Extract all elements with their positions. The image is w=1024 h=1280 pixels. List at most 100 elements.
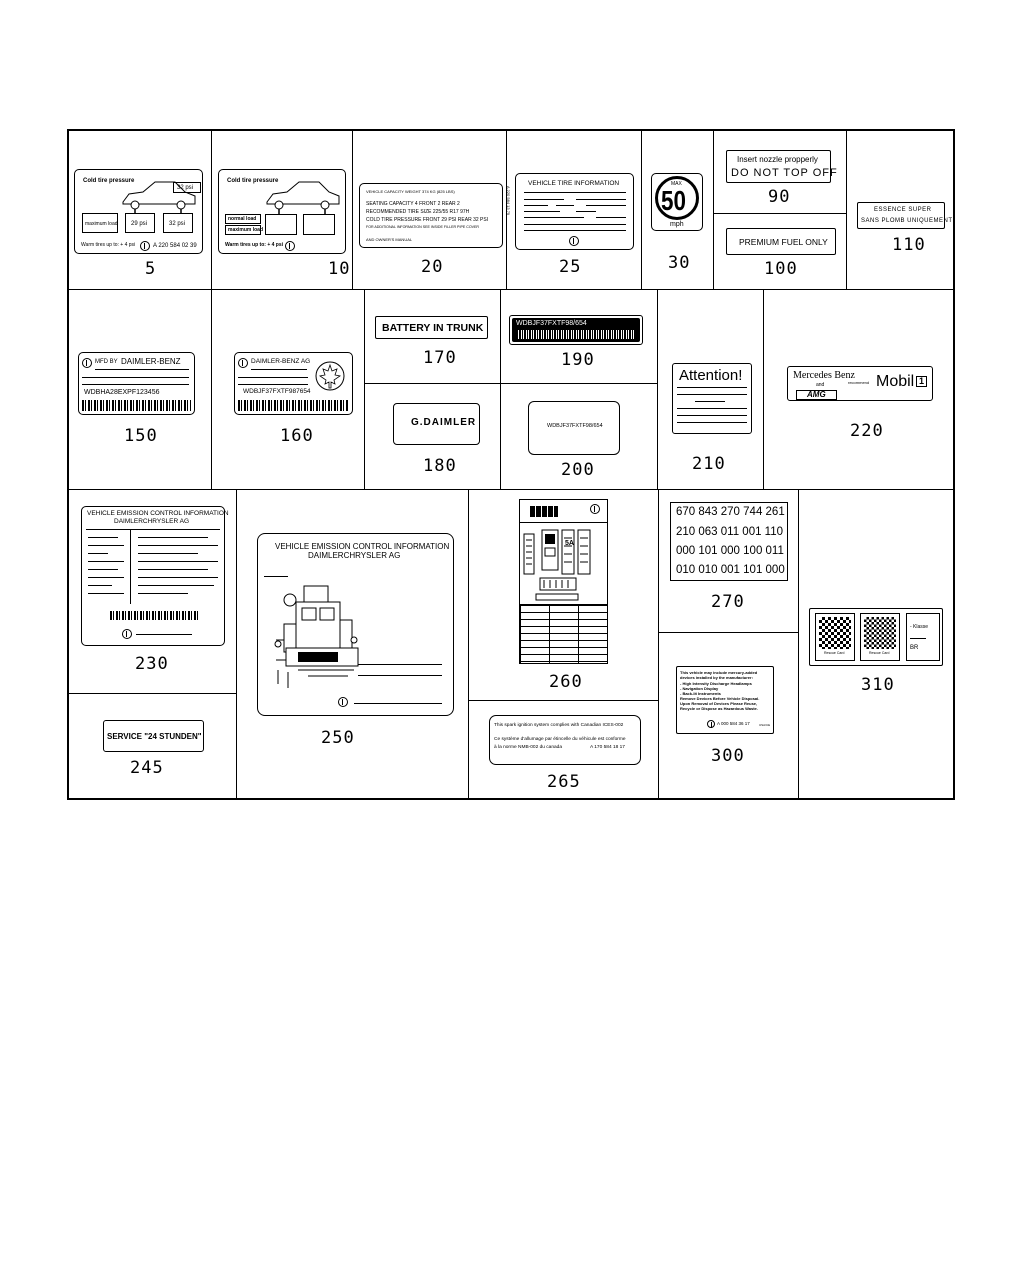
qr-code-icon — [819, 617, 851, 649]
part-number-110: 110 — [892, 235, 926, 255]
cell-divider — [714, 213, 847, 214]
label-160-daimler-benz-ag: DAIMLER-BENZ AG WDBJF37FXTF987654 — [234, 352, 353, 415]
label-170-battery-in-trunk: BATTERY IN TRUNK — [375, 316, 488, 339]
label-20-vehicle-capacity: VEHICLE CAPACITY WEIGHT 374 KG (825 LBS)… — [359, 183, 511, 248]
label-265-line2: Ce système d'allumage par étincelle du v… — [494, 737, 626, 742]
cell-190-200: WDBJF37FXTF98/654 190 WDBJF37FXTF98/654 … — [501, 290, 658, 489]
text-line — [524, 217, 584, 218]
text-line — [358, 664, 442, 665]
text-line — [677, 387, 747, 388]
label-160-maker: DAIMLER-BENZ AG — [251, 358, 311, 365]
label-300-line3: - High Intensity Discharge Headlamps — [680, 681, 752, 686]
label-5-footer: Warm tires up to: + 4 psi — [81, 242, 136, 248]
cell-310: Rescue Card Rescue Card - Klasse BR 310 — [799, 490, 953, 800]
label-270-row1: 670 843 270 744 261 — [676, 506, 785, 518]
label-220-brand: Mercedes Benz — [793, 370, 855, 381]
text-line — [677, 408, 747, 409]
part-number-270: 270 — [711, 592, 745, 612]
mercedes-star-icon — [569, 236, 579, 246]
label-10-row2-box: maximum load — [225, 225, 264, 235]
text-line — [576, 199, 626, 200]
qr-code-icon — [864, 617, 896, 649]
label-5-load-box: maximum load — [82, 213, 118, 233]
cell-150: MFD BY DAIMLER-BENZ WDBHA28EXPF123456 15… — [69, 290, 212, 489]
text-line — [88, 593, 124, 594]
part-number-210: 210 — [692, 454, 726, 474]
label-10-value-box-a — [265, 214, 297, 235]
cell-divider — [69, 693, 237, 694]
label-10-row2: maximum load — [228, 227, 264, 233]
label-30-unit: mph — [670, 221, 684, 228]
text-line — [354, 703, 442, 704]
label-230-emission: VEHICLE EMISSION CONTROL INFORMATION DAI… — [81, 506, 229, 646]
text-line — [82, 377, 189, 378]
part-number-90: 90 — [768, 187, 791, 207]
label-230-line2: DAIMLERCHRYSLER AG — [114, 518, 190, 525]
label-160-vin: WDBJF37FXTF987654 — [243, 388, 311, 395]
part-number-20: 20 — [421, 257, 444, 277]
label-150-mfd: MFD BY DAIMLER-BENZ WDBHA28EXPF123456 — [78, 352, 195, 415]
label-260-fuse: 5A — [565, 540, 574, 547]
text-line — [264, 576, 288, 577]
label-265-line1: This spark ignition system complies with… — [494, 723, 624, 728]
text-line — [524, 224, 626, 225]
label-5-psi-b-box: 32 psi — [163, 213, 193, 233]
cell-170-180: BATTERY IN TRUNK 170 G.DAIMLER 180 — [365, 290, 501, 489]
barcode — [82, 400, 191, 411]
cell-30: MAX 50 mph 30 — [642, 131, 714, 289]
label-300-line4: - Navigation Display — [680, 686, 719, 691]
label-150-vin: WDBHA28EXPF123456 — [84, 389, 160, 396]
text-line — [238, 377, 308, 378]
label-100-text: PREMIUM FUEL ONLY — [739, 237, 828, 247]
text-line — [82, 384, 189, 385]
text-line — [677, 415, 747, 416]
label-310-klasse: - Klasse — [910, 624, 929, 630]
speed-sign-circle — [655, 176, 699, 220]
label-265-line3: à la norme NMB-002 du canada — [494, 745, 562, 750]
label-220-oil: Mobil — [876, 373, 915, 390]
text-line — [88, 537, 118, 538]
label-90-line1: Insert nozzle propperly — [737, 155, 818, 164]
label-250-emission-diagram: VEHICLE EMISSION CONTROL INFORMATION DAI… — [257, 533, 454, 716]
label-300-line8: Recycle or Dispose as Hazardous Waste. — [680, 706, 758, 711]
text-line — [88, 577, 124, 578]
cell-divider — [469, 700, 659, 701]
label-310-br: BR — [910, 645, 919, 651]
mercedes-star-icon — [140, 241, 150, 251]
part-number-230: 230 — [135, 654, 169, 674]
text-line — [677, 394, 747, 395]
label-210-attention: Attention! — [672, 363, 752, 434]
text-line — [586, 205, 626, 206]
label-190-code: WDBJF37FXTF98/654 — [516, 320, 587, 327]
label-5-top-psi-box: 32 psi — [173, 182, 201, 193]
text-line — [524, 205, 548, 206]
label-90-line2: DO NOT TOP OFF — [731, 167, 838, 179]
label-190-vin-barcode: WDBJF37FXTF98/654 — [509, 315, 643, 345]
label-265-part: A 170 584 18 17 — [590, 745, 625, 750]
label-245-service: SERVICE "24 STUNDEN" — [103, 720, 204, 752]
part-number-300: 300 — [711, 746, 745, 766]
part-number-10: 10 — [328, 259, 351, 279]
part-number-190: 190 — [561, 350, 595, 370]
label-310-cap1: Rescue Card — [824, 651, 845, 655]
label-310-info-panel: - Klasse BR — [906, 613, 940, 661]
label-220-oil-mark: 1 — [916, 376, 928, 387]
cell-270-300: 670 843 270 744 261 210 063 011 001 110 … — [659, 490, 799, 800]
label-5-part: A 220 584 02 39 — [153, 243, 197, 249]
text-line — [138, 569, 208, 570]
label-10-row1-box: normal load — [225, 214, 261, 224]
text-line — [138, 577, 218, 578]
label-20-line4: COLD TIRE PRESSURE FRONT 29 PSI REAR 32 … — [366, 217, 489, 223]
label-110-line1: ESSENCE SUPER — [874, 207, 932, 213]
text-line — [88, 561, 124, 562]
cell-25: VEHICLE TIRE INFORMATION 25 — [507, 131, 642, 289]
label-5-title: Cold tire pressure — [83, 178, 135, 184]
label-200-code: WDBJF37FXTF98/654 — [547, 423, 603, 429]
label-10-footer: Warm tires up to: + 4 psi — [225, 242, 284, 248]
text-line — [238, 384, 308, 385]
label-20-line5: FOR ADDITIONAL INFORMATION SEE INSIDE FI… — [366, 225, 480, 229]
engine-diagram-icon — [274, 585, 359, 688]
label-250-line1: VEHICLE EMISSION CONTROL INFORMATION — [275, 542, 450, 551]
mercedes-star-icon — [285, 241, 295, 251]
text-line — [136, 634, 192, 635]
